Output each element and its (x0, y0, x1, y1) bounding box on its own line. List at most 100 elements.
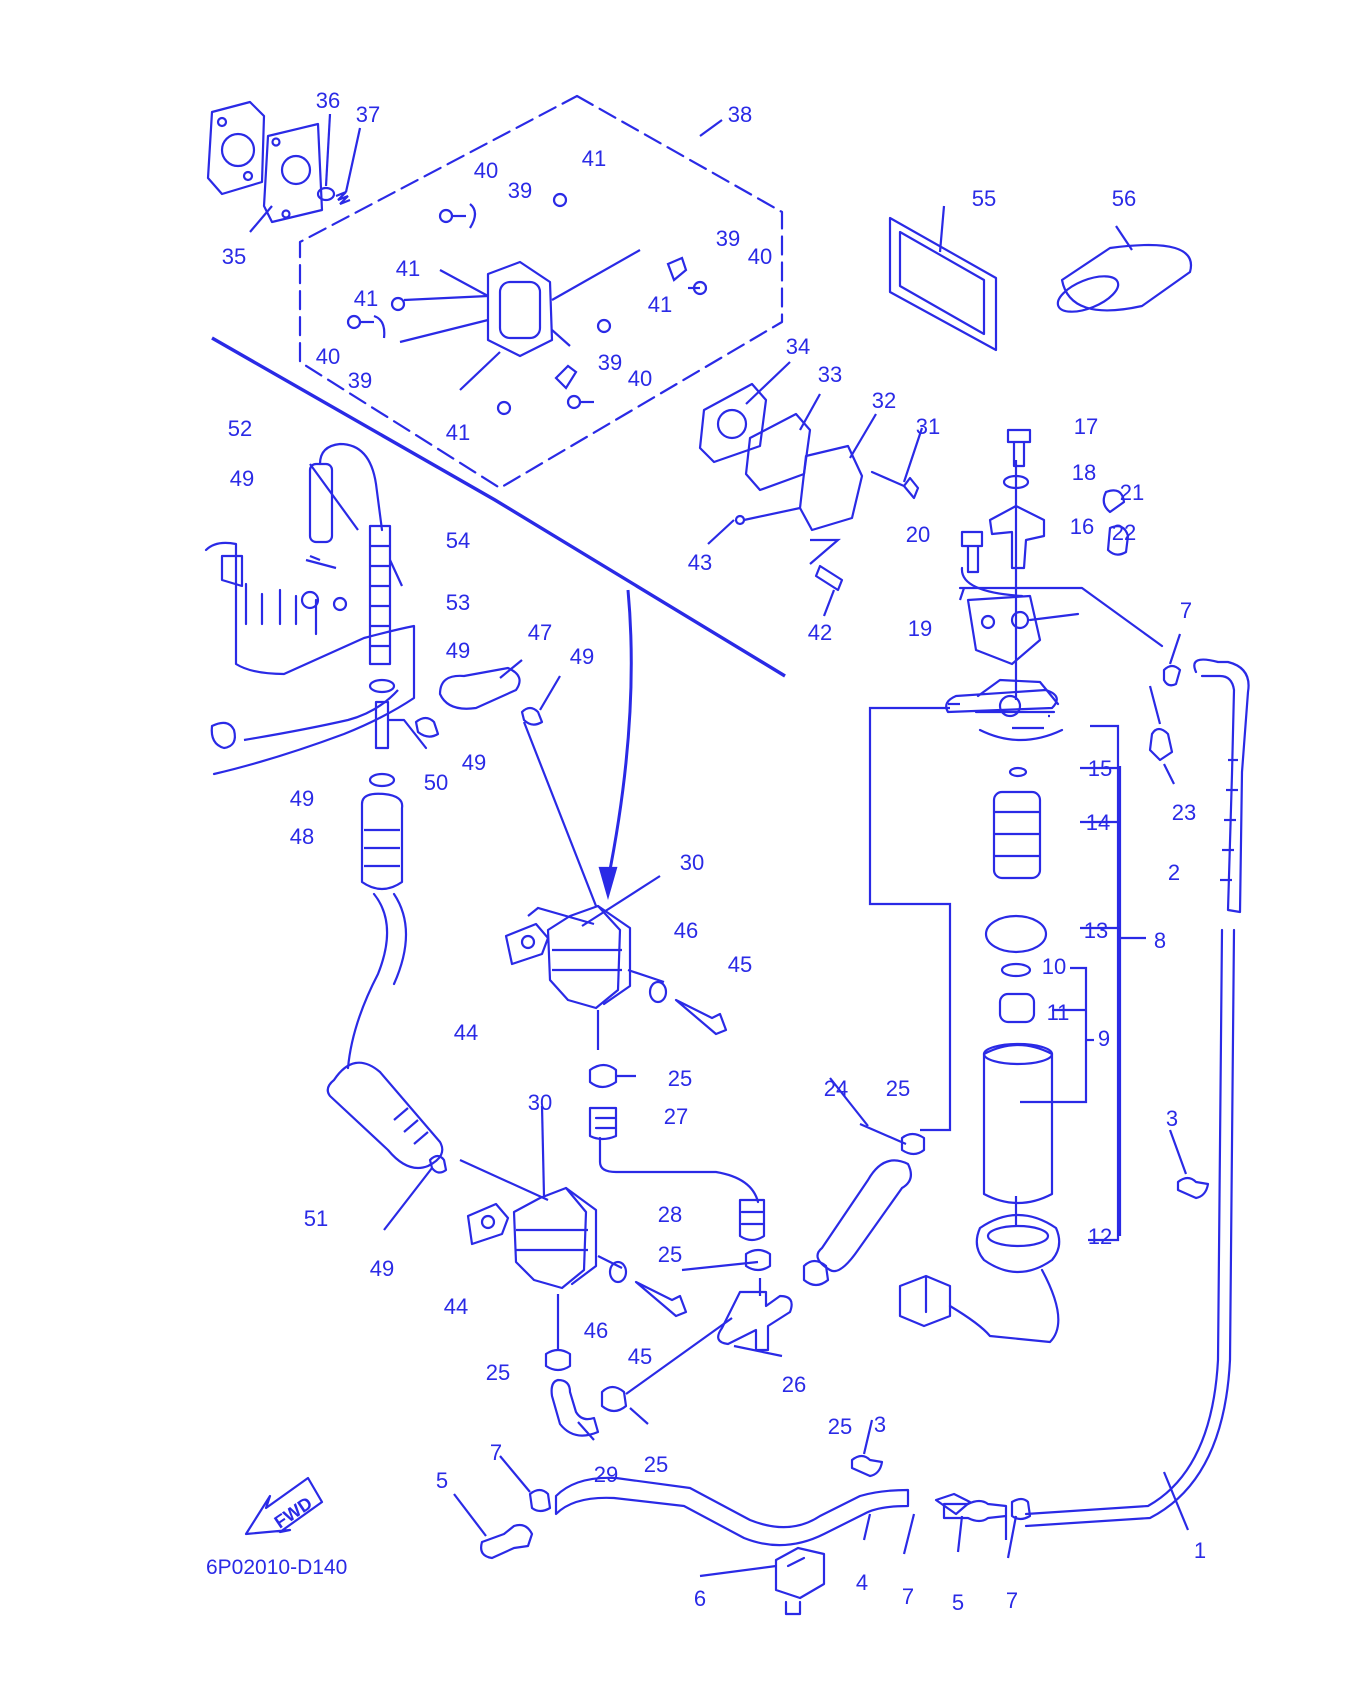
callout-label-7: 7 (902, 1584, 914, 1609)
callout-label-1: 1 (1194, 1538, 1206, 1563)
callout-label-25: 25 (644, 1452, 668, 1477)
callout-label-20: 20 (906, 522, 930, 547)
callout-label-33: 33 (818, 362, 842, 387)
callout-label-19: 19 (908, 616, 932, 641)
callout-label-29: 29 (594, 1462, 618, 1487)
callout-label-7: 7 (1180, 598, 1192, 623)
callout-label-28: 28 (658, 1202, 682, 1227)
small-parts-39-40-41 (346, 192, 708, 416)
sleeve-56 (1056, 225, 1193, 313)
callout-label-39: 39 (348, 368, 372, 393)
callout-label-3: 3 (1166, 1106, 1178, 1131)
callout-label-24: 24 (824, 1076, 848, 1101)
callout-label-37: 37 (356, 102, 380, 127)
callout-label-23: 23 (1172, 800, 1196, 825)
callout-label-43: 43 (688, 550, 712, 575)
divider-line (211, 336, 786, 678)
gasket-55 (888, 205, 998, 352)
callout-label-18: 18 (1072, 460, 1096, 485)
callout-label-30: 30 (528, 1090, 552, 1115)
callout-label-25: 25 (668, 1066, 692, 1091)
callout-label-46: 46 (674, 918, 698, 943)
spring-37 (335, 190, 351, 206)
callout-label-25: 25 (658, 1242, 682, 1267)
callout-label-31: 31 (916, 414, 940, 439)
hoses-left (305, 442, 561, 1231)
callout-label-46: 46 (584, 1318, 608, 1343)
callout-label-39: 39 (716, 226, 740, 251)
callout-label-2: 2 (1168, 860, 1180, 885)
fwd-arrow (244, 1476, 324, 1536)
callout-label-25: 25 (486, 1360, 510, 1385)
callout-label-53: 53 (446, 590, 470, 615)
callout-label-41: 41 (582, 146, 606, 171)
callout-label-42: 42 (808, 620, 832, 645)
callout-label-41: 41 (396, 256, 420, 281)
callout-label-26: 26 (782, 1372, 806, 1397)
diagram-code: 6P02010-D140 (206, 1556, 347, 1579)
hose-1 (1024, 928, 1236, 1528)
callout-label-40: 40 (628, 366, 652, 391)
callout-label-14: 14 (1086, 810, 1110, 835)
callout-label-38: 38 (728, 102, 752, 127)
callout-label-5: 5 (436, 1468, 448, 1493)
callout-label-49: 49 (230, 466, 254, 491)
callout-label-27: 27 (664, 1104, 688, 1129)
arrow-head (598, 866, 618, 901)
callout-label-52: 52 (228, 416, 252, 441)
fuel-pump-lower-30 (459, 1105, 688, 1350)
callout-label-49: 49 (462, 750, 486, 775)
leader-36 (324, 113, 332, 187)
callout-label-9: 9 (1098, 1026, 1110, 1051)
callout-label-49: 49 (370, 1256, 394, 1281)
callout-label-16: 16 (1070, 514, 1094, 539)
arrow-curve (606, 589, 633, 881)
plates-31-34 (698, 361, 924, 617)
callout-label-40: 40 (316, 344, 340, 369)
callout-label-45: 45 (728, 952, 752, 977)
callout-label-6: 6 (694, 1586, 706, 1611)
callout-label-54: 54 (446, 528, 470, 553)
fuel-pump-upper-30 (504, 721, 728, 1050)
callout-label-11: 11 (1047, 1000, 1070, 1025)
callout-label-4: 4 (856, 1570, 868, 1595)
hose-2 (1024, 658, 1250, 1531)
callout-label-41: 41 (354, 286, 378, 311)
callout-label-7: 7 (490, 1440, 502, 1465)
pump-kit-dashed-outline (298, 94, 784, 490)
callout-label-45: 45 (628, 1344, 652, 1369)
callout-label-35: 35 (222, 244, 246, 269)
callout-label-39: 39 (508, 178, 532, 203)
callout-label-49: 49 (446, 638, 470, 663)
callout-label-5: 5 (952, 1590, 964, 1615)
bottom-line (453, 1455, 1032, 1616)
washer-36 (316, 186, 336, 202)
callout-label-22: 22 (1112, 520, 1136, 545)
callout-label-51: 51 (304, 1206, 328, 1231)
callout-label-41: 41 (446, 420, 470, 445)
callout-label-10: 10 (1042, 954, 1066, 979)
callout-label-44: 44 (454, 1020, 478, 1045)
callout-label-36: 36 (316, 88, 340, 113)
callout-label-13: 13 (1084, 918, 1108, 943)
hoses-middle (544, 1063, 926, 1441)
callout-label-40: 40 (474, 158, 498, 183)
callout-label-17: 17 (1074, 414, 1098, 439)
callout-label-44: 44 (444, 1294, 468, 1319)
callout-label-49: 49 (570, 644, 594, 669)
callout-label-15: 15 (1088, 756, 1112, 781)
sensor-connector (898, 1268, 1060, 1344)
callout-label-56: 56 (1112, 186, 1136, 211)
leader-38 (699, 119, 723, 137)
callout-label-30: 30 (680, 850, 704, 875)
callout-label-25: 25 (886, 1076, 910, 1101)
cover-plate-35 (206, 100, 266, 196)
callout-label-7: 7 (1006, 1588, 1018, 1613)
callout-label-55: 55 (972, 186, 996, 211)
callout-label-40: 40 (748, 244, 772, 269)
callout-label-21: 21 (1120, 480, 1144, 505)
clips-3-7 (850, 633, 1210, 1478)
callout-label-50: 50 (424, 770, 448, 795)
